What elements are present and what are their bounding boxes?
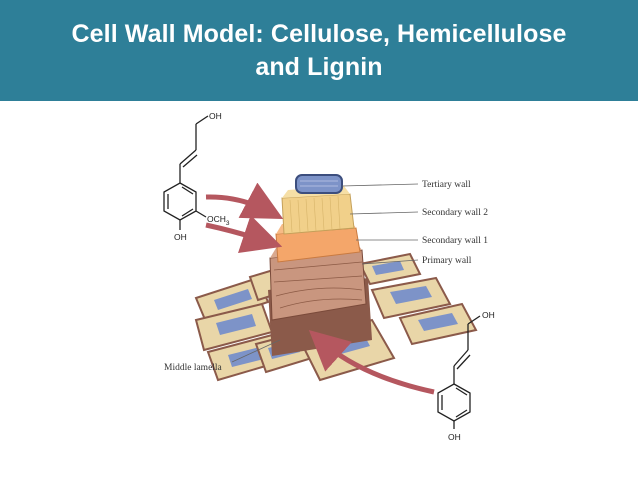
tertiary-wall-texture	[300, 180, 338, 187]
left-och3: OCH3	[207, 214, 230, 227]
leader-lines	[231, 183, 419, 363]
secondary-wall-2-striations	[289, 195, 341, 233]
molecule-left	[163, 115, 209, 230]
arrow-right	[308, 329, 435, 395]
primary-wall-fibrils	[273, 261, 363, 309]
label-secondary-wall-2: Secondary wall 2	[422, 208, 488, 218]
neighbor-cell-lumen	[372, 261, 404, 275]
neighbor-cell-lumen	[216, 314, 256, 335]
arrow-left-bottom	[205, 215, 283, 254]
right-oh-bottom: OH	[448, 432, 461, 442]
slide-title-line-2: and Lignin	[255, 52, 383, 81]
arrow-left-top	[205, 182, 284, 220]
neighbor-cell-lumen	[214, 289, 252, 310]
neighbor-cell-lumen	[418, 313, 458, 331]
left-oh-top: OH	[209, 111, 222, 121]
neighbor-cell-lumen	[390, 286, 432, 304]
label-tertiary-wall: Tertiary wall	[422, 180, 471, 190]
label-primary-wall: Primary wall	[422, 256, 472, 266]
right-oh-top: OH	[482, 310, 495, 320]
left-oh-bottom: OH	[174, 232, 187, 242]
label-secondary-wall-1: Secondary wall 1	[422, 236, 488, 246]
secondary-wall-2-layer	[281, 193, 355, 235]
cell-wall-block	[268, 174, 372, 356]
slide-title-line-1: Cell Wall Model: Cellulose, Hemicellulos…	[71, 19, 567, 48]
label-middle-lamella: Middle lamella	[164, 363, 223, 373]
cell-wall-diagram: Tertiary wall Secondary wall 2 Secondary…	[163, 111, 495, 442]
title-bar: Cell Wall Model: Cellulose, Hemicellulos…	[0, 0, 638, 101]
tertiary-wall-cap	[295, 174, 343, 194]
molecule-right	[437, 315, 481, 429]
